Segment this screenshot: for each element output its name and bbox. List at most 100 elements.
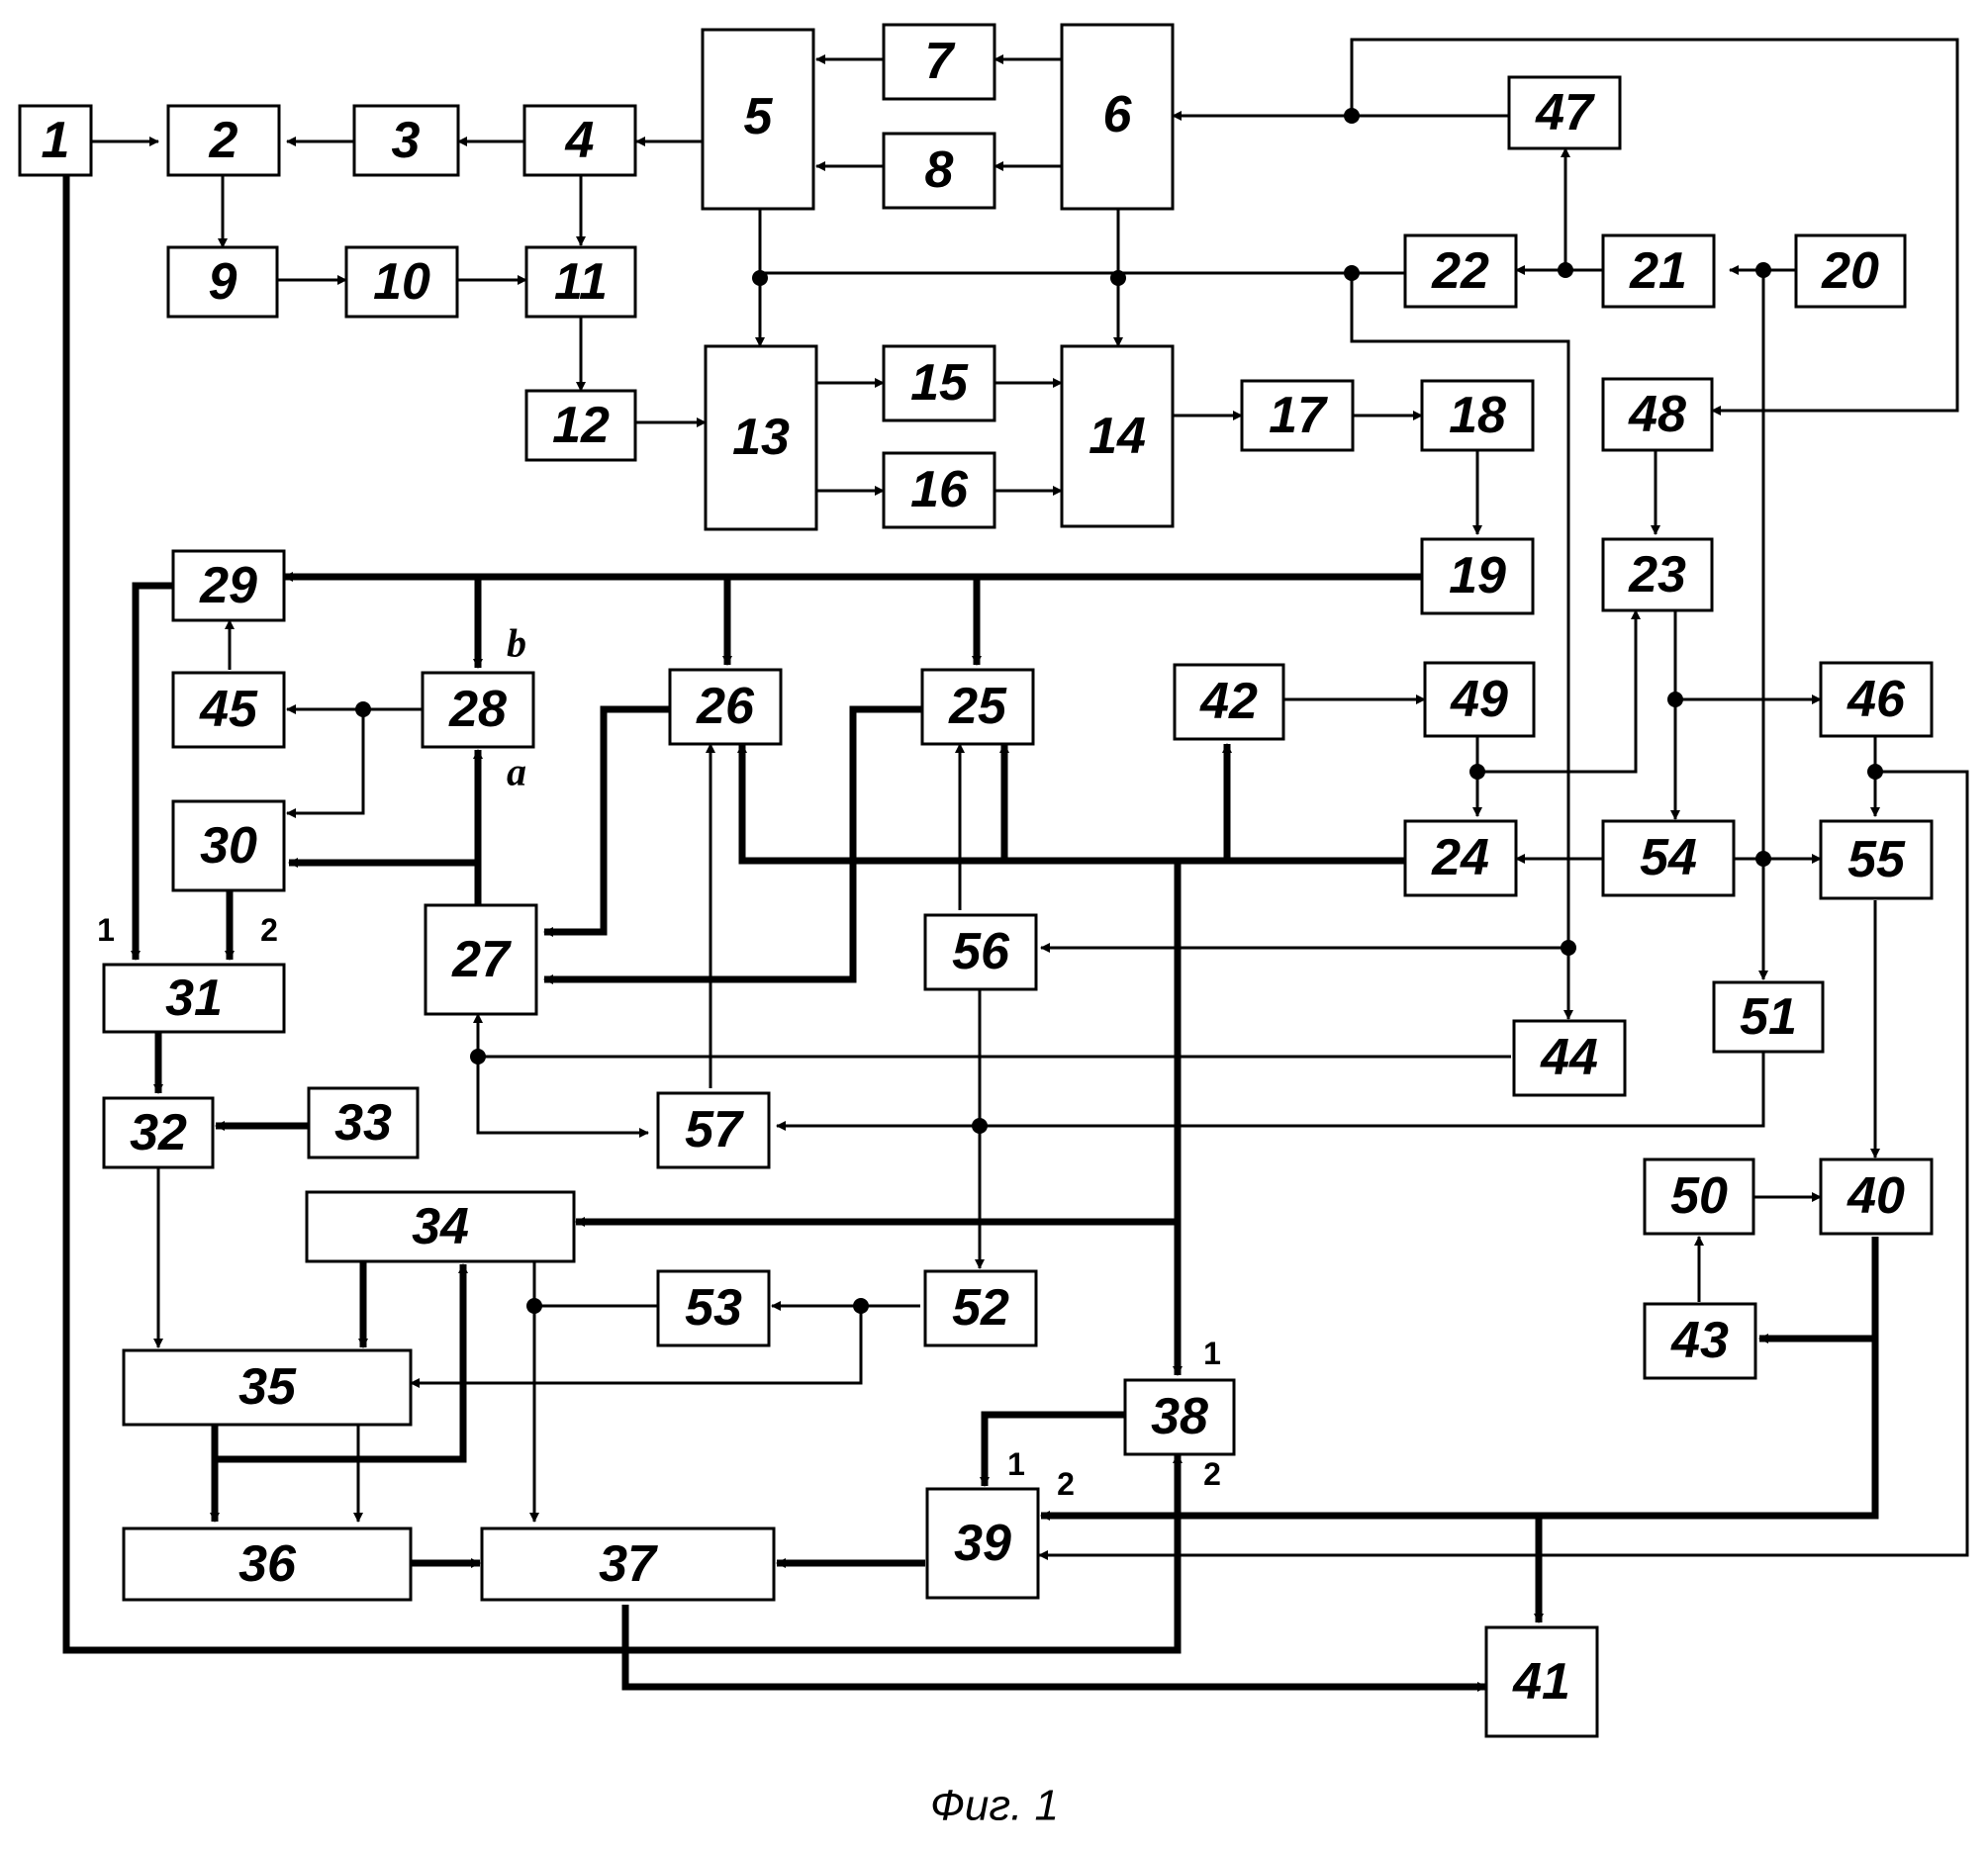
block-36: 36 [124, 1528, 411, 1600]
block-33: 33 [309, 1088, 418, 1157]
block-20: 20 [1796, 235, 1905, 307]
block-47-label: 47 [1535, 84, 1595, 141]
block-13-label: 13 [732, 409, 790, 466]
block-49-label: 49 [1450, 671, 1508, 728]
block-31-label: 31 [165, 970, 223, 1027]
block-56-label: 56 [952, 923, 1010, 980]
wire-37-41 [625, 1605, 1486, 1687]
block-51: 51 [1714, 982, 1823, 1052]
block-22: 22 [1405, 235, 1516, 307]
port-28-a: a [507, 750, 526, 794]
block-31: 31 [104, 965, 284, 1032]
block-55-label: 55 [1847, 831, 1906, 888]
block-37: 37 [482, 1528, 774, 1600]
block-40: 40 [1821, 1159, 1932, 1234]
block-19-label: 19 [1449, 547, 1506, 604]
block-28: 28 [423, 673, 533, 747]
block-10-label: 10 [373, 253, 430, 311]
block-39: 39 [927, 1489, 1038, 1598]
wire-40-43 [1759, 1237, 1875, 1339]
block-17-label: 17 [1269, 387, 1328, 444]
block-26: 26 [670, 670, 781, 744]
block-20-label: 20 [1821, 242, 1879, 300]
block-36-label: 36 [238, 1535, 297, 1593]
block-46-label: 46 [1846, 671, 1906, 728]
block-53: 53 [658, 1271, 769, 1345]
wire-24-26 [742, 744, 1405, 861]
port-28-b: b [507, 621, 526, 666]
block-7-label: 7 [925, 33, 956, 90]
block-21: 21 [1603, 235, 1714, 307]
block-47: 47 [1509, 77, 1620, 148]
block-11: 11 [526, 247, 635, 317]
port-39-input-1: 1 [1007, 1446, 1025, 1482]
block-1-label: 1 [42, 112, 70, 169]
block-52-label: 52 [952, 1279, 1009, 1337]
block-12-label: 12 [552, 397, 610, 454]
block-25: 25 [922, 670, 1033, 744]
block-9-label: 9 [209, 253, 237, 311]
block-11-label: 11 [554, 253, 608, 311]
block-13: 13 [706, 346, 816, 529]
block-29: 29 [173, 551, 284, 620]
block-10: 10 [346, 247, 457, 317]
block-8-label: 8 [925, 141, 954, 199]
block-19: 19 [1422, 539, 1533, 613]
block-53-label: 53 [685, 1279, 742, 1337]
block-7: 7 [884, 25, 994, 99]
port-31-input-1: 1 [97, 912, 115, 948]
block-54: 54 [1603, 821, 1734, 895]
block-6-label: 6 [1103, 86, 1133, 143]
block-52: 52 [925, 1271, 1036, 1345]
block-8: 8 [884, 134, 994, 208]
block-57: 57 [658, 1093, 769, 1167]
port-38-input-1: 1 [1203, 1336, 1221, 1371]
block-57-label: 57 [685, 1101, 744, 1158]
block-28-label: 28 [448, 681, 507, 738]
wire-52-35 [411, 1306, 861, 1383]
figure-caption: Фиг. 1 [930, 1782, 1059, 1830]
block-34-label: 34 [412, 1198, 469, 1255]
block-2-label: 2 [209, 112, 238, 169]
block-5: 5 [703, 30, 813, 209]
port-31-input-2: 2 [260, 912, 278, 948]
wire-29-31 [136, 586, 173, 960]
block-50: 50 [1645, 1159, 1753, 1234]
block-51-label: 51 [1740, 988, 1797, 1046]
block-23-label: 23 [1628, 546, 1686, 603]
block-2: 2 [168, 106, 279, 175]
block-16: 16 [884, 453, 994, 527]
block-39-label: 39 [954, 1515, 1011, 1572]
block-56: 56 [925, 915, 1036, 989]
block-24: 24 [1405, 821, 1516, 895]
block-15-label: 15 [910, 354, 969, 412]
block-18: 18 [1422, 381, 1533, 450]
block-1: 1 [20, 106, 91, 175]
block-42: 42 [1175, 665, 1283, 739]
block-55: 55 [1821, 821, 1932, 898]
block-41-label: 41 [1512, 1653, 1570, 1711]
block-41: 41 [1486, 1627, 1597, 1736]
block-3: 3 [354, 106, 458, 175]
block-29-label: 29 [199, 557, 257, 614]
block-35-label: 35 [238, 1358, 297, 1416]
block-9: 9 [168, 247, 277, 317]
block-44-label: 44 [1540, 1029, 1598, 1086]
block-17: 17 [1242, 381, 1353, 450]
block-37-label: 37 [599, 1535, 658, 1593]
block-45-label: 45 [199, 681, 258, 738]
block-45: 45 [173, 673, 284, 747]
block-32: 32 [104, 1098, 213, 1167]
block-6: 6 [1062, 25, 1173, 209]
block-30-label: 30 [200, 817, 257, 875]
block-33-label: 33 [334, 1094, 392, 1152]
block-15: 15 [884, 346, 994, 420]
block-16-label: 16 [910, 461, 969, 518]
wire-47-48 [1352, 40, 1957, 411]
block-48: 48 [1603, 379, 1712, 450]
block-38: 38 [1125, 1380, 1234, 1454]
block-34: 34 [307, 1192, 574, 1261]
block-30: 30 [173, 801, 284, 890]
block-27-label: 27 [451, 931, 512, 988]
